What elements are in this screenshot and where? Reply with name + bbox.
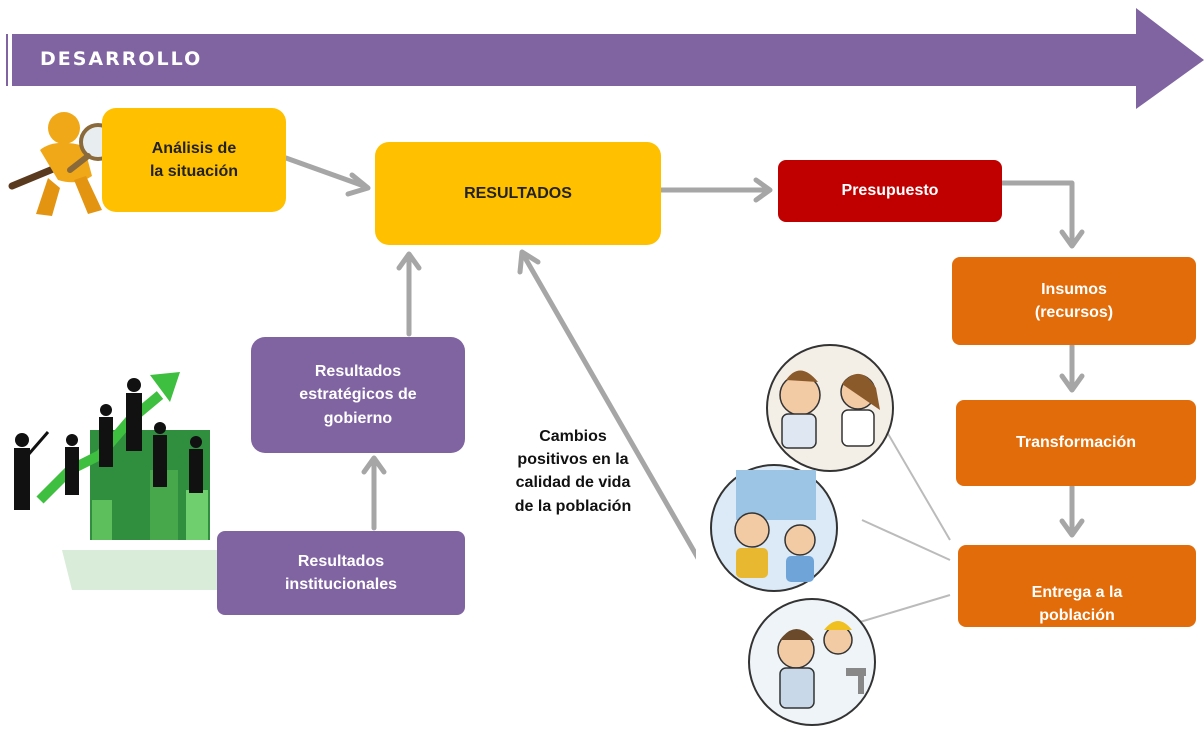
node-entrega-poblacion: Entrega a la población xyxy=(958,545,1196,627)
node-transformacion: Transformación xyxy=(956,400,1196,486)
node-resultados: RESULTADOS xyxy=(375,142,661,245)
arrow-analisis-to-resultados xyxy=(283,155,367,189)
scene-education-icon xyxy=(710,464,838,592)
node-resultados-institucionales: Resultados institucionales xyxy=(217,531,465,615)
scene-water-icon xyxy=(748,598,876,726)
node-insumos: Insumos (recursos) xyxy=(952,257,1196,345)
node-analisis-situacion: Análisis de la situación xyxy=(102,108,286,212)
banner-title: DESARROLLO xyxy=(40,48,203,70)
arrow-presupuesto-to-insumos xyxy=(999,180,1075,247)
scene-health-icon xyxy=(766,344,894,472)
node-presupuesto: Presupuesto xyxy=(778,160,1002,222)
caption-cambios-positivos: Cambios positivos en la calidad de vida … xyxy=(514,428,632,515)
node-resultados-estrategicos: Resultados estratégicos de gobierno xyxy=(251,337,465,453)
